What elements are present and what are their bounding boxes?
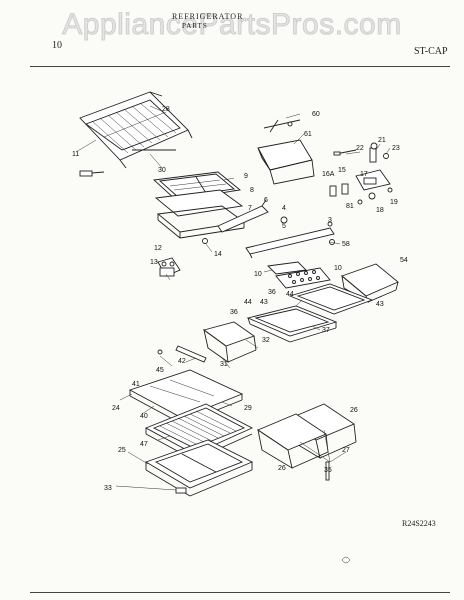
callout-47: 47 (140, 441, 148, 448)
watermark: AppliancePartsPros.com (62, 8, 402, 42)
bottom-rule (30, 592, 450, 593)
callout-8: 8 (250, 187, 254, 194)
callout-15: 15 (338, 167, 346, 174)
callout-10-left: 10 (254, 271, 262, 278)
page-number: 10 (52, 40, 62, 51)
callout-36-lower: 36 (230, 309, 238, 316)
reference-code: R24S2243 (402, 519, 436, 528)
part-bracket-housing (257, 119, 315, 185)
part-crisper-frame (144, 439, 254, 497)
callout-23: 23 (392, 145, 400, 152)
callout-4: 4 (282, 205, 286, 212)
diagram-title: REFRIGERATOR (172, 12, 244, 21)
callout-10-right: 10 (334, 265, 342, 272)
callout-60: 60 (312, 111, 320, 118)
callout-61: 61 (304, 131, 312, 138)
callout-16a: 16A (322, 171, 335, 178)
diagram-subtitle: PARTS (182, 22, 208, 30)
callout-12: 12 (154, 245, 162, 252)
callout-35: 35 (324, 467, 332, 474)
callout-25: 25 (118, 447, 126, 454)
callout-37: 37 (322, 327, 330, 334)
part-crisper-cover (152, 171, 246, 239)
callout-13: 13 (150, 259, 158, 266)
scan-mark (341, 556, 351, 564)
callout-44-upper: 44 (286, 291, 294, 298)
callout-26-right: 26 (350, 407, 358, 414)
callout-24: 24 (112, 405, 120, 412)
part-small-drawer (202, 321, 257, 363)
callout-14: 14 (214, 251, 222, 258)
part-shelf-rail (202, 199, 288, 244)
callout-labels: 28 11 30 60 61 22 21 23 16A 15 17 81 18 … (72, 106, 408, 492)
part-tray (341, 263, 399, 303)
part-egg-trays (267, 261, 331, 289)
callout-36-upper: 36 (268, 289, 276, 296)
part-control-assembly (329, 142, 393, 205)
callout-26-left: 26 (278, 465, 286, 472)
callout-30: 30 (158, 167, 166, 174)
model-code: ST-CAP (414, 46, 448, 57)
callout-6: 6 (264, 197, 268, 204)
callout-29: 29 (244, 405, 252, 412)
callout-40: 40 (140, 413, 148, 420)
callout-11: 11 (72, 151, 79, 158)
callout-21: 21 (378, 137, 386, 144)
callout-17: 17 (360, 171, 368, 178)
callout-33: 33 (104, 485, 112, 492)
callout-5: 5 (282, 223, 286, 230)
callout-28: 28 (162, 106, 170, 113)
callout-81: 81 (346, 203, 354, 210)
callout-32: 32 (262, 337, 270, 344)
callout-9: 9 (244, 173, 248, 180)
callout-18: 18 (376, 207, 384, 214)
part-top-wire-shelf (79, 91, 193, 177)
callout-27: 27 (342, 447, 350, 454)
part-crisper-drawers (257, 403, 357, 481)
callout-43-lower: 43 (260, 299, 268, 306)
callout-45: 45 (156, 367, 164, 374)
top-rule (30, 66, 450, 67)
part-trim-strip (157, 345, 207, 363)
callout-3: 3 (328, 217, 332, 224)
callout-43-upper: 43 (376, 301, 384, 308)
callout-58: 58 (342, 241, 350, 248)
part-long-rail (245, 221, 335, 259)
callout-41: 41 (132, 381, 140, 388)
part-glass-shelves (246, 283, 374, 343)
callout-22: 22 (356, 145, 364, 152)
callout-54: 54 (400, 257, 408, 264)
callout-19: 19 (390, 199, 398, 206)
leader-lines (75, 105, 391, 491)
callout-44-lower: 44 (244, 299, 252, 306)
part-small-box (157, 257, 181, 277)
callout-42: 42 (178, 358, 186, 365)
callout-7: 7 (248, 205, 252, 212)
callout-31: 31 (220, 361, 228, 368)
